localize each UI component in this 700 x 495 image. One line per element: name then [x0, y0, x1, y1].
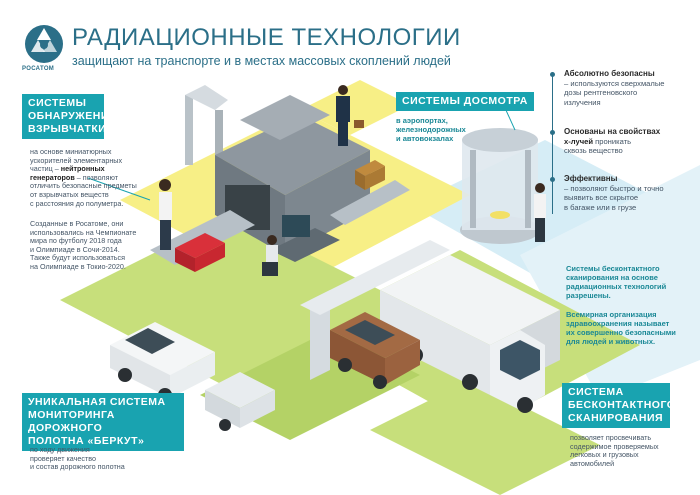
suv-front: [385, 340, 420, 385]
inspection-places: в аэропортах, железнодорожных и автовокз…: [396, 116, 466, 143]
yellow-floor-back: [300, 80, 410, 135]
truck-top: [380, 255, 560, 345]
desk: [270, 228, 340, 262]
tag-inspection: СИСТЕМЫ ДОСМОТРА: [396, 92, 534, 111]
operator-chair: [262, 262, 278, 276]
suitcase-top: [355, 160, 385, 176]
man-head: [159, 179, 171, 191]
bullet-icon: [550, 130, 555, 135]
tag-line: ПОЛОТНА «БЕРКУТ»: [28, 435, 145, 447]
tag-berkut: УНИКАЛЬНАЯ СИСТЕМА МОНИТОРИНГА ДОРОЖНОГО…: [22, 393, 184, 451]
operator-head: [267, 235, 277, 245]
businessman-body: [336, 96, 350, 122]
bullet-icon: [550, 72, 555, 77]
connector-line: [87, 177, 151, 201]
businessman-head: [338, 85, 348, 95]
guard-shirt: [534, 194, 546, 218]
tag-line: БЕСКОНТАКТНОГО: [568, 399, 676, 411]
gate-post-right: [215, 110, 223, 180]
feature-divider: [552, 74, 553, 214]
truck-wheel-2: [462, 374, 478, 390]
page-title: РАДИАЦИОННЫЕ ТЕХНОЛОГИИ: [72, 24, 461, 51]
feature-item: Основаны на свойствах x-лучей проникать …: [564, 127, 661, 155]
red-suitcase-top: [175, 233, 225, 258]
red-suitcase-side: [175, 248, 195, 272]
explosives-extra: Созданные в Росатоме, они использовались…: [30, 219, 137, 271]
suv-wheel-2: [373, 375, 387, 389]
conveyor-back: [330, 180, 410, 225]
businessman-legs: [338, 122, 348, 146]
tag-explosives: СИСТЕМЫ ОБНАРУЖЕНИЯ ВЗРЫВЧАТКИ: [22, 94, 117, 139]
berkut-description: по ходу движения проверяет качество и со…: [30, 445, 125, 472]
suv-window: [345, 320, 395, 345]
truck-wheel-3: [517, 397, 533, 413]
man-legs: [160, 220, 171, 250]
tag-line: СИСТЕМЫ: [28, 97, 87, 109]
capsule-pillar-1: [470, 150, 476, 228]
pickup-side: [110, 345, 170, 398]
xray-upper-block: [240, 95, 330, 140]
capsule-footprint: [490, 211, 510, 219]
truck-side: [380, 290, 490, 395]
tag-line: СКАНИРОВАНИЯ: [568, 412, 664, 424]
operator-body: [266, 245, 278, 263]
feature-item: Абсолютно безопасны – используются сверх…: [564, 69, 665, 107]
capsule-top: [462, 128, 538, 152]
trailer-side: [205, 390, 240, 428]
tag-line: СИСТЕМА: [568, 386, 624, 398]
tag-line: ВЗРЫВЧАТКИ: [28, 123, 107, 135]
contactless-note-1: Системы бесконтактного сканирования на о…: [566, 264, 667, 300]
capsule-pillar-2: [525, 150, 531, 228]
green-floor-bottom: [370, 380, 600, 495]
truck-windshield: [500, 340, 540, 380]
arch-beam: [300, 240, 450, 315]
pickup-window: [125, 328, 175, 354]
pickup-wheel-1: [118, 368, 132, 382]
suv-side: [330, 330, 385, 385]
trailer-front: [240, 390, 275, 428]
contactless-note-2: Всемирная организация здравоохранения на…: [566, 310, 676, 346]
monitor: [282, 215, 310, 237]
man-shirt: [159, 192, 172, 220]
trailer-wheel: [219, 419, 231, 431]
red-suitcase-front: [195, 243, 225, 272]
page-subtitle: защищают на транспорте и в местах массов…: [72, 54, 451, 68]
suitcase-side: [355, 170, 365, 190]
guard-head: [535, 183, 545, 193]
scanning-description: позволяет просвечивать содержимое провер…: [570, 433, 659, 468]
suv-wheel-1: [338, 358, 352, 372]
connector-line: [504, 107, 516, 131]
tag-scanning: СИСТЕМА БЕСКОНТАКТНОГО СКАНИРОВАНИЯ: [562, 383, 676, 428]
xray-top: [215, 115, 370, 195]
tag-line: ОБНАРУЖЕНИЯ: [28, 110, 117, 122]
briefcase: [354, 120, 364, 128]
suitcase-front: [365, 166, 385, 190]
feature-item: Эффективны – позволяют быстро и точно вы…: [564, 174, 664, 212]
bullet-icon: [550, 177, 555, 182]
pickup-front: [170, 352, 215, 398]
guard-legs: [535, 218, 545, 242]
blue-floor-right: [520, 165, 700, 400]
rosatom-logo-icon: [25, 25, 63, 63]
tag-line: МОНИТОРИНГА ДОРОЖНОГО: [28, 409, 115, 434]
explosives-description: на основе миниатюрных ускорителей элемен…: [30, 147, 137, 208]
gate-post-left: [185, 95, 193, 165]
logo-text: РОСАТОМ: [22, 66, 55, 72]
gate-top: [185, 85, 228, 110]
tag-line: УНИКАЛЬНАЯ СИСТЕМА: [28, 396, 166, 408]
